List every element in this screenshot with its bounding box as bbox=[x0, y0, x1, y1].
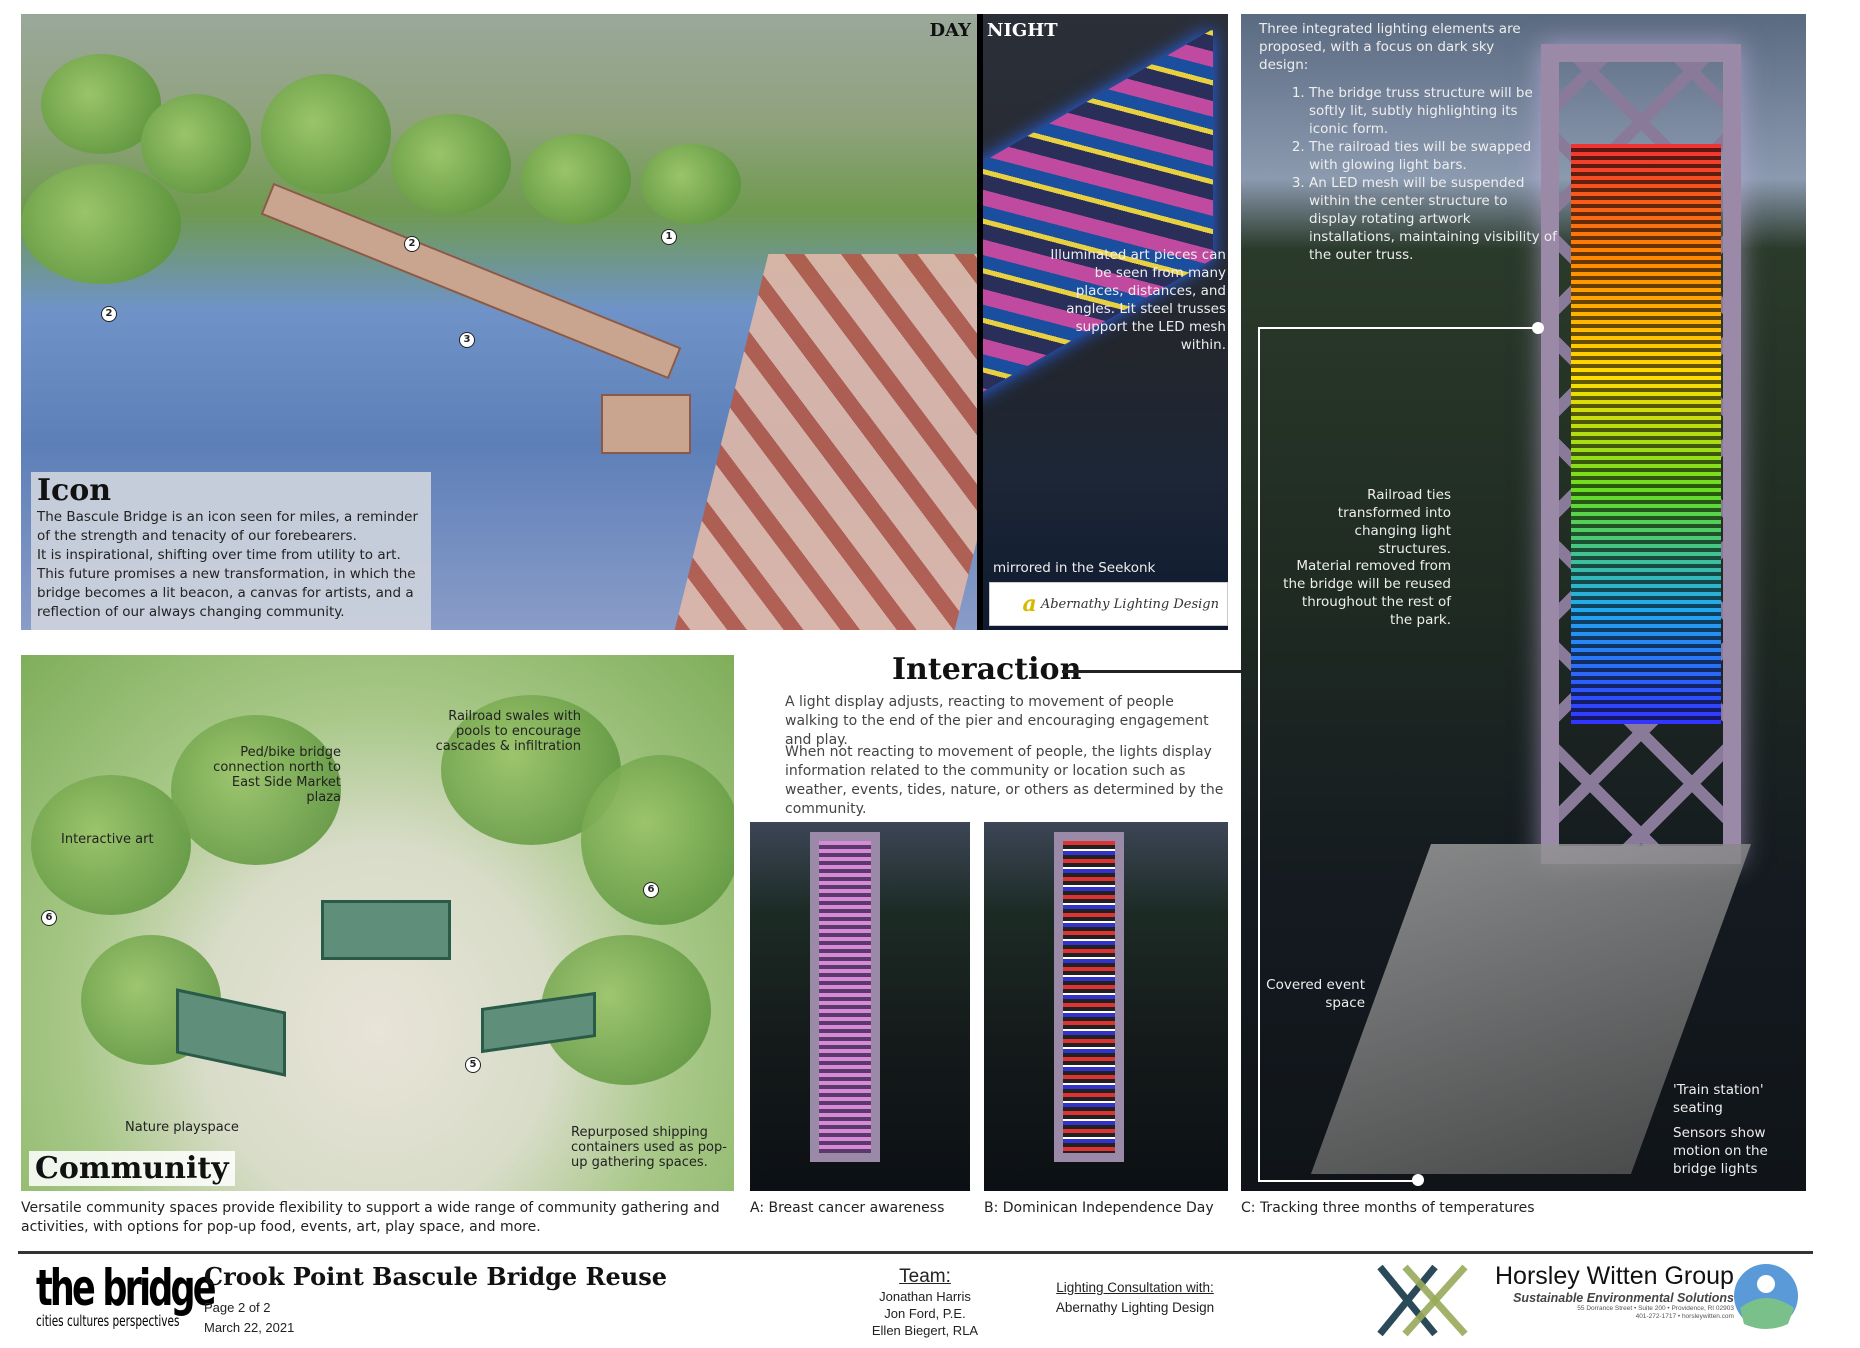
callout-dot bbox=[1532, 322, 1544, 334]
plan-marker: 6 bbox=[41, 910, 57, 926]
caption-b: B: Dominican Independence Day bbox=[984, 1200, 1214, 1216]
community-sketch: Railroad swales with pools to encourage … bbox=[21, 655, 734, 1191]
project-title: Crook Point Bascule Bridge Reuse bbox=[204, 1262, 667, 1291]
plan-marker: 1 bbox=[661, 229, 677, 245]
plan-marker: 3 bbox=[459, 332, 475, 348]
hwg-text: Horsley Witten Group Sustainable Environ… bbox=[1495, 1262, 1734, 1321]
icon-title: Icon bbox=[37, 473, 112, 508]
icon-description-2: It is inspirational, shifting over time … bbox=[37, 547, 401, 563]
day-label: DAY bbox=[929, 20, 971, 41]
label-train-station-seating: 'Train station' seating bbox=[1673, 1082, 1764, 1116]
team-member: Ellen Biegert, RLA bbox=[871, 1323, 979, 1338]
label-nature-playspace: Nature playspace bbox=[125, 1120, 239, 1135]
interaction-title: Interaction bbox=[892, 652, 1082, 687]
hwg-x-logo bbox=[1377, 1264, 1468, 1337]
label-covered-event-space: Covered event space bbox=[1266, 977, 1365, 1011]
hwg-globe-logo bbox=[1734, 1264, 1798, 1329]
shipping-container bbox=[321, 900, 451, 960]
lighting-rendering: Three integrated lighting elements are p… bbox=[1241, 14, 1806, 1191]
night-caption: mirrored in the Seekonk bbox=[993, 560, 1156, 576]
label-material-reuse: Material removed from the bridge will be… bbox=[1283, 558, 1451, 628]
abernathy-logo: a Abernathy Lighting Design bbox=[989, 582, 1228, 626]
label-ped-bike-bridge: Ped/bike bridge connection north to East… bbox=[213, 745, 341, 805]
callout-dot bbox=[1412, 1174, 1424, 1186]
night-label: NIGHT bbox=[987, 20, 1058, 41]
example-b-image bbox=[984, 822, 1228, 1191]
lighting-consultation: Lighting Consultation with: Abernathy Li… bbox=[1045, 1278, 1225, 1318]
shipping-container bbox=[176, 988, 286, 1077]
team-member: Jon Ford, P.E. bbox=[884, 1306, 966, 1321]
callout-line bbox=[1258, 327, 1538, 329]
night-description: Illuminated art pieces can be seen from … bbox=[1050, 247, 1226, 353]
caption-c: C: Tracking three months of temperatures bbox=[1241, 1200, 1535, 1216]
label-railroad-swales: Railroad swales with pools to encourage … bbox=[435, 709, 581, 754]
firm-name: Horsley Witten Group bbox=[1495, 1262, 1734, 1290]
team-heading: Team: bbox=[899, 1266, 951, 1287]
team-block: Team: Jonathan Harris Jon Ford, P.E. Ell… bbox=[860, 1266, 990, 1339]
interaction-paragraph-2: When not reacting to movement of people,… bbox=[785, 744, 1224, 817]
community-description: Versatile community spaces provide flexi… bbox=[21, 1200, 720, 1235]
night-rendering: NIGHT Illuminated art pieces can be seen… bbox=[977, 14, 1228, 630]
plan-marker: 5 bbox=[465, 1057, 481, 1073]
label-interactive-art: Interactive art bbox=[61, 832, 154, 847]
plan-marker: 6 bbox=[643, 882, 659, 898]
icon-text-box: Icon The Bascule Bridge is an icon seen … bbox=[31, 472, 431, 630]
bascule-bridge-truss bbox=[673, 254, 977, 630]
label-shipping-containers: Repurposed shipping containers used as p… bbox=[571, 1125, 727, 1170]
day-rendering: DAY Icon The Bascule Bridge is an icon s… bbox=[21, 14, 977, 630]
lighting-intro: Three integrated lighting elements are p… bbox=[1259, 20, 1799, 264]
plan-marker: 2 bbox=[101, 306, 117, 322]
footer-rule bbox=[18, 1251, 1813, 1254]
team-member: Jonathan Harris bbox=[879, 1289, 971, 1304]
community-title: Community bbox=[29, 1151, 235, 1186]
example-a-image bbox=[750, 822, 970, 1191]
consult-name: Abernathy Lighting Design bbox=[1055, 1300, 1215, 1315]
firm-contact: 401-272-1717 • horsleywitten.com bbox=[1635, 1313, 1734, 1320]
firm-tagline: Sustainable Environmental Solutions bbox=[1513, 1291, 1734, 1305]
led-light-bars bbox=[1571, 144, 1721, 724]
lighting-item-2: The railroad ties will be swapped with g… bbox=[1309, 138, 1559, 174]
lighting-item-3: An LED mesh will be suspended within the… bbox=[1309, 174, 1559, 264]
callout-line bbox=[1258, 1180, 1418, 1182]
icon-description-3: This future promises a new transformatio… bbox=[37, 566, 416, 620]
caption-a: A: Breast cancer awareness bbox=[750, 1200, 945, 1216]
consult-heading: Lighting Consultation with: bbox=[1056, 1280, 1214, 1295]
label-sensors: Sensors show motion on the bridge lights bbox=[1673, 1125, 1768, 1177]
lighting-item-1: The bridge truss structure will be softl… bbox=[1309, 84, 1559, 138]
interaction-paragraph-1: A light display adjusts, reacting to mov… bbox=[785, 694, 1209, 748]
page-number: Page 2 of 2 bbox=[204, 1300, 271, 1315]
date: March 22, 2021 bbox=[204, 1320, 295, 1335]
interaction-rule bbox=[1062, 670, 1242, 673]
firm-address: 55 Dorrance Street • Suite 200 • Provide… bbox=[1577, 1305, 1734, 1312]
callout-line bbox=[1258, 327, 1260, 1181]
plan-marker: 2 bbox=[404, 236, 420, 252]
page-meta: Page 2 of 2 March 22, 2021 bbox=[204, 1298, 294, 1338]
label-railroad-ties: Railroad ties transformed into changing … bbox=[1337, 487, 1451, 557]
icon-description-1: The Bascule Bridge is an icon seen for m… bbox=[37, 509, 418, 544]
